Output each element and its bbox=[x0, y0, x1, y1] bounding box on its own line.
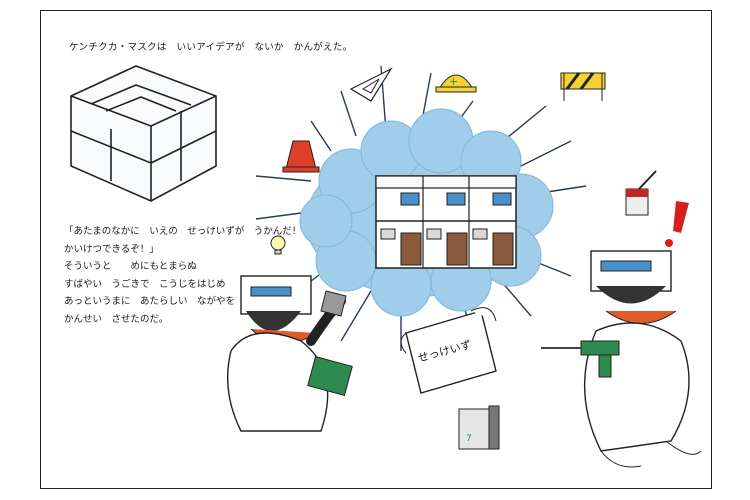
svg-text:7: 7 bbox=[466, 434, 472, 444]
story-line: かいけつできるぞ！」 bbox=[64, 243, 159, 255]
traffic-cone-icon bbox=[282, 140, 320, 173]
illustration: + bbox=[70, 65, 702, 468]
story-line: あっというまに あたらしい ながやを bbox=[64, 296, 236, 307]
paint-can-icon bbox=[625, 170, 657, 216]
picture-book-page: + bbox=[40, 10, 712, 489]
exclamation-mark-icon bbox=[665, 201, 689, 247]
svg-text:+: + bbox=[449, 75, 458, 88]
power-drill-icon bbox=[541, 340, 620, 378]
story-text: 「あたまのなかに いえの せっけいずが うかんだ！ かいけつできるぞ！」 そうい… bbox=[64, 223, 301, 328]
architect-mask-character-left bbox=[227, 275, 353, 432]
book-icon: 7 bbox=[458, 405, 500, 450]
story-line: そういうと めにもとまらぬ bbox=[64, 261, 197, 272]
row-house-illustration bbox=[375, 175, 517, 269]
story-line: かんせい させたのだ。 bbox=[64, 313, 169, 325]
set-square-icon bbox=[349, 67, 393, 102]
blueprint-scroll-illustration bbox=[400, 307, 497, 394]
hard-hat-icon: + bbox=[435, 74, 477, 93]
story-line: 「あたまのなかに いえの せっけいずが うかんだ！ bbox=[64, 226, 302, 237]
story-line: すばやい うごきで こうじをはじめ bbox=[64, 278, 226, 290]
header-narration: ケンチクカ・マスクは いいアイデアが ないか かんがえた。 bbox=[69, 42, 353, 53]
isometric-frame-illustration bbox=[70, 65, 217, 202]
barrier-icon bbox=[560, 72, 606, 101]
lightbulb-icon bbox=[270, 235, 286, 255]
